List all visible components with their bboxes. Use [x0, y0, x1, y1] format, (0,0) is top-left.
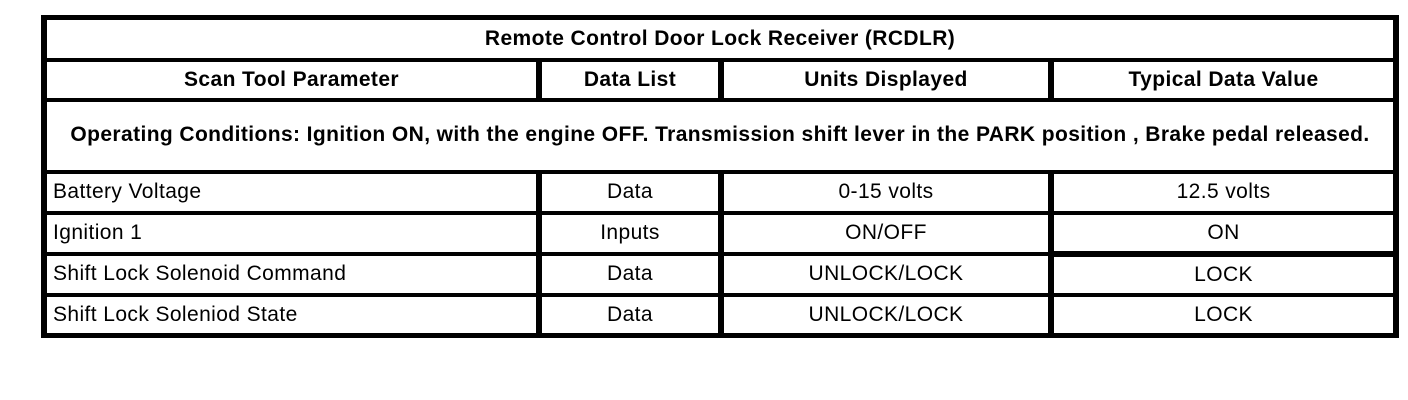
- cell-data-list: Data: [536, 169, 724, 215]
- table-row-shift-lock-soleniod-state: Shift Lock Soleniod State Data UNLOCK/LO…: [41, 292, 1400, 338]
- cell-units: 0-15 volts: [718, 169, 1054, 215]
- cell-typical: 12.5 volts: [1047, 169, 1400, 215]
- table-header-row: Scan Tool Parameter Data List Units Disp…: [41, 57, 1400, 102]
- column-header-typical-data-value: Typical Data Value: [1047, 57, 1400, 102]
- cell-units: UNLOCK/LOCK: [718, 292, 1054, 338]
- table-row-ignition-1: Ignition 1 Inputs ON/OFF ON: [41, 210, 1400, 257]
- cell-data-list: Data: [536, 251, 724, 297]
- cell-typical: LOCK: [1047, 251, 1400, 297]
- cell-parameter: Ignition 1: [41, 210, 542, 256]
- cell-typical: LOCK: [1047, 292, 1400, 338]
- column-header-data-list: Data List: [536, 57, 724, 102]
- cell-parameter: Shift Lock Soleniod State: [41, 292, 542, 338]
- table-title-row: Remote Control Door Lock Receiver (RCDLR…: [40, 15, 1400, 62]
- table-row-battery-voltage: Battery Voltage Data 0-15 volts 12.5 vol…: [41, 169, 1400, 215]
- cell-parameter: Battery Voltage: [41, 169, 542, 215]
- cell-data-list: Inputs: [536, 210, 724, 256]
- table-title: Remote Control Door Lock Receiver (RCDLR…: [40, 15, 1400, 62]
- operating-conditions-row: Operating Conditions: Ignition ON, with …: [40, 97, 1400, 174]
- column-header-units-displayed: Units Displayed: [718, 57, 1054, 102]
- cell-units: UNLOCK/LOCK: [718, 251, 1054, 297]
- cell-data-list: Data: [536, 292, 724, 338]
- cell-typical: ON: [1047, 210, 1400, 257]
- cell-units: ON/OFF: [718, 210, 1054, 256]
- cell-parameter: Shift Lock Solenoid Command: [41, 251, 542, 297]
- table-row-shift-lock-solenoid-command: Shift Lock Solenoid Command Data UNLOCK/…: [41, 251, 1400, 297]
- column-header-scan-tool-parameter: Scan Tool Parameter: [41, 57, 542, 102]
- operating-conditions-text: Operating Conditions: Ignition ON, with …: [40, 97, 1400, 174]
- rcdlr-data-table: Remote Control Door Lock Receiver (RCDLR…: [40, 15, 1400, 338]
